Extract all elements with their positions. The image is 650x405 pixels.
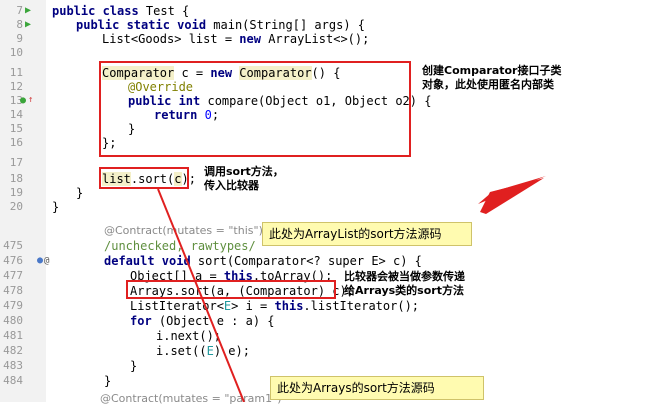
comparator-note-line-1: 创建Comparator接口子类	[422, 64, 562, 77]
code-line-475: /unchecked, rawtypes/	[104, 239, 256, 253]
line-number: 10	[9, 46, 23, 59]
sort-note-line-1: 调用sort方法，	[204, 165, 284, 178]
code-line-16: };	[102, 136, 117, 150]
line-number: 15	[9, 122, 23, 135]
line-number: 9	[16, 32, 23, 45]
line-number: 484	[3, 374, 23, 387]
run-arrow-icon[interactable]: ▶	[25, 5, 32, 16]
line-number: 483	[3, 359, 23, 372]
code-line-9: List<Goods> list = new ArrayList<>();	[102, 32, 370, 46]
line-number: 482	[3, 344, 23, 357]
code-line-11: Comparator c = new Comparator() {	[102, 66, 341, 80]
line-number: 13	[9, 94, 23, 107]
code-line-7: public class Test {	[52, 4, 190, 18]
line-number: 479	[3, 299, 23, 312]
override-method-icon[interactable]: ●	[20, 95, 27, 106]
sort-note: 调用sort方法， 传入比较器	[204, 165, 284, 193]
code-line-481: i.next();	[156, 329, 222, 343]
arraylist-source-callout: 此处为ArrayList的sort方法源码	[262, 222, 472, 246]
line-number: 8	[16, 18, 23, 31]
line-number: 20	[9, 200, 23, 213]
code-line-19: }	[76, 186, 84, 200]
code-line-12: @Override	[128, 80, 194, 94]
code-line-480: for (Object e : a) {	[130, 314, 275, 328]
arrays-source-callout: 此处为Arrays的sort方法源码	[270, 376, 484, 400]
line-number: 478	[3, 284, 23, 297]
contract-hint-this: @Contract(mutates = "this")	[104, 224, 263, 237]
line-number: 7	[16, 4, 23, 17]
code-line-484: }	[104, 374, 112, 388]
big-red-arrow-icon	[480, 178, 544, 214]
code-line-15: }	[128, 122, 136, 136]
code-line-478: Arrays.sort(a, (Comparator) c);	[130, 284, 354, 298]
override-arrow-icon: ↑	[28, 95, 34, 105]
line-number: 16	[9, 136, 23, 149]
comparator-note-line-2: 对象，此处使用匿名内部类	[422, 78, 554, 91]
line-number: 17	[9, 156, 23, 169]
arrays-sort-highlight-box	[126, 280, 336, 299]
code-line-13: public int compare(Object o1, Object o2)…	[128, 94, 432, 108]
code-line-483: }	[130, 359, 138, 373]
editor-gutter	[0, 0, 46, 402]
line-number: 475	[3, 239, 23, 252]
line-number: 477	[3, 269, 23, 282]
implementation-icon[interactable]: ●	[37, 255, 44, 266]
comparator-note: 创建Comparator接口子类 对象，此处使用匿名内部类	[422, 64, 561, 92]
line-number: 476	[3, 254, 23, 267]
comparator-highlight-box	[99, 61, 411, 157]
line-number: 14	[9, 108, 23, 121]
sort-flow-arrow	[157, 188, 245, 402]
code-line-482: i.set((E) e);	[156, 344, 250, 358]
code-line-14: return 0;	[154, 108, 220, 122]
line-number: 12	[9, 80, 23, 93]
code-line-20: }	[52, 200, 60, 214]
sort-note-line-2: 传入比较器	[204, 179, 259, 192]
line-number: 480	[3, 314, 23, 327]
annotation-at-icon: @	[44, 256, 50, 266]
line-number: 481	[3, 329, 23, 342]
big-red-arrow-head	[478, 176, 546, 204]
run-arrow-icon[interactable]: ▶	[25, 19, 32, 30]
list-sort-highlight-box	[99, 167, 189, 189]
arrays-note-line-1: 比较器会被当做参数传递	[344, 270, 465, 283]
line-number: 18	[9, 172, 23, 185]
code-line-476: default void sort(Comparator<? super E> …	[104, 254, 422, 268]
arrays-note: 比较器会被当做参数传递 给Arrays类的sort方法	[344, 270, 465, 298]
arrays-note-line-2: 给Arrays类的sort方法	[344, 284, 464, 297]
code-line-479: ListIterator<E> i = this.listIterator();	[130, 299, 420, 313]
line-number: 11	[9, 66, 23, 79]
code-line-477: Object[] a = this.toArray();	[130, 269, 333, 283]
code-line-8: public static void main(String[] args) {	[76, 18, 365, 32]
line-number: 19	[9, 186, 23, 199]
